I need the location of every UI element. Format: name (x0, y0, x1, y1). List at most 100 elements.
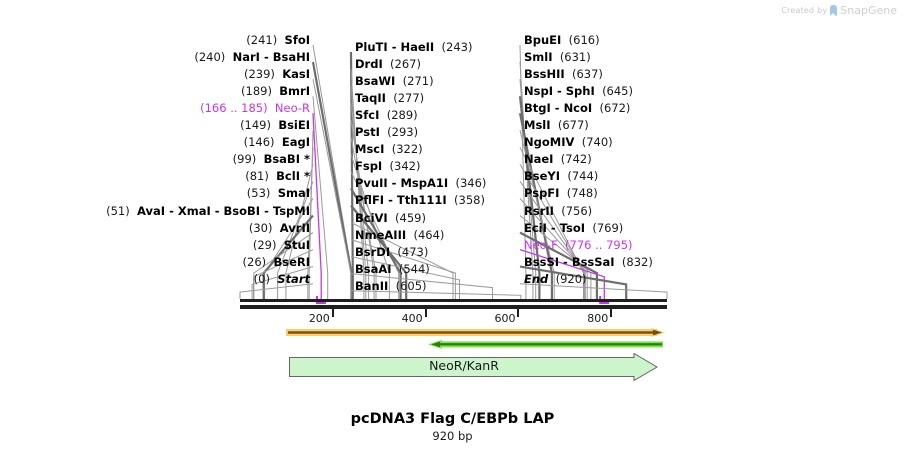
restriction-site-label[interactable]: End (920) (524, 273, 587, 285)
restriction-site-label[interactable]: NspI - SphI (645) (524, 85, 633, 97)
enzyme-position: (81) (245, 169, 269, 184)
enzyme-position: (832) (621, 254, 653, 269)
watermark-brand-label: SnapGene (840, 4, 897, 17)
enzyme-position: (672) (599, 101, 631, 116)
restriction-site-label[interactable]: (29) StuI (0, 239, 310, 251)
enzyme-position: (267) (390, 57, 421, 72)
restriction-site-label[interactable]: FspI (342) (355, 160, 420, 172)
restriction-site-label[interactable]: BciVI (459) (355, 212, 426, 224)
enzyme-name: Start (277, 271, 310, 286)
restriction-site-label[interactable]: PvuII - MspA1I (346) (355, 177, 486, 189)
restriction-site-label[interactable]: SfcI (289) (355, 109, 418, 121)
enzyme-name: BsiEI (278, 118, 310, 133)
ruler-tick-label: 800 (587, 312, 609, 325)
enzyme-position: (240) (194, 50, 226, 65)
ruler-tick (610, 309, 613, 317)
restriction-site-label[interactable]: (189) BmrI (0, 85, 310, 97)
enzyme-name: End (524, 271, 549, 286)
enzyme-name: BsaAI (355, 261, 392, 276)
restriction-site-label[interactable]: PspFI (748) (524, 187, 598, 199)
enzyme-name: BssSaI (571, 254, 615, 269)
restriction-site-label[interactable]: PstI (293) (355, 126, 418, 138)
site-leader-line (239, 283, 314, 299)
restriction-site-label[interactable]: RsrII (756) (524, 205, 592, 217)
feature-label[interactable]: (166 .. 185) Neo-R (0, 102, 310, 114)
enzyme-name: NarI (232, 50, 260, 65)
restriction-site-label[interactable]: BpuEI (616) (524, 34, 600, 46)
restriction-site-label[interactable]: (239) KasI (0, 68, 310, 80)
restriction-site-label[interactable]: TaqII (277) (355, 92, 424, 104)
restriction-site-label[interactable]: (146) EagI (0, 136, 310, 148)
restriction-site-label[interactable]: (81) BclI * (0, 170, 310, 182)
restriction-site-label[interactable]: (0) Start (0, 273, 310, 285)
enzyme-position: (473) (397, 244, 429, 259)
restriction-site-label[interactable]: (241) SfoI (0, 34, 310, 46)
restriction-site-label[interactable]: PflFI - Tth111I (358) (355, 194, 485, 206)
restriction-site-label[interactable]: (240) NarI - BsaHI (0, 51, 310, 63)
restriction-site-label[interactable]: BsaAI (544) (355, 263, 430, 275)
enzyme-name: BssHII (524, 67, 565, 82)
gene-feature-neor-kanr[interactable] (289, 353, 658, 381)
enzyme-position: (53) (246, 186, 271, 201)
enzyme-position: (358) (454, 193, 485, 208)
enzyme-position: (631) (559, 50, 591, 65)
site-leader-line (350, 204, 408, 299)
restriction-site-label[interactable]: NgoMIV (740) (524, 136, 613, 148)
restriction-site-label[interactable]: BssSI - BssSaI (832) (524, 256, 653, 268)
enzyme-position: (616) (568, 33, 600, 47)
restriction-site-label[interactable]: NaeI (742) (524, 153, 592, 165)
enzyme-name: NaeI (524, 152, 554, 167)
enzyme-name: EagI (281, 135, 310, 150)
site-leader-line (519, 147, 584, 299)
enzyme-position: (166 .. 185) (200, 101, 268, 116)
enzyme-name: Neo-F (524, 237, 558, 252)
enzyme-position: (756) (561, 203, 593, 218)
restriction-site-label[interactable]: (53) SmaI (0, 187, 310, 199)
restriction-site-label[interactable]: (51) AvaI - XmaI - BsoBI - TspMI (0, 205, 310, 217)
leader-lines-group (239, 44, 668, 304)
restriction-site-label[interactable]: BsrDI (473) (355, 246, 428, 258)
feature-label[interactable]: Neo-F (776 .. 795) (524, 239, 633, 251)
enzyme-name: BseYI (524, 169, 561, 184)
enzyme-position: (289) (386, 108, 418, 123)
site-leader-line (519, 283, 668, 299)
enzyme-name: BciVI (355, 210, 388, 225)
restriction-site-label[interactable]: (99) BsaBI * (0, 153, 310, 165)
enzyme-position: (744) (567, 169, 599, 184)
restriction-site-label[interactable]: EciI - TsoI (769) (524, 222, 623, 234)
restriction-site-label[interactable]: BanII (605) (355, 280, 427, 292)
site-leader-line (350, 120, 375, 299)
restriction-site-label[interactable]: BtgI - NcoI (672) (524, 102, 630, 114)
restriction-site-label[interactable]: MscI (322) (355, 143, 423, 155)
enzyme-position: (51) (106, 203, 130, 218)
restriction-site-label[interactable]: BsaWI (271) (355, 75, 434, 87)
enzyme-position: (26) (242, 254, 267, 269)
enzyme-position: (742) (560, 152, 592, 167)
restriction-site-label[interactable]: PluTI - HaeII (243) (355, 41, 472, 53)
restriction-site-label[interactable]: (149) BsiEI (0, 119, 310, 131)
primer-arrow-forward-orange[interactable] (286, 328, 665, 337)
restriction-site-label[interactable]: (26) BseRI (0, 256, 310, 268)
enzyme-position: (605) (395, 278, 427, 293)
restriction-site-label[interactable]: SmlI (631) (524, 51, 591, 63)
enzyme-name: MslI (524, 118, 551, 133)
restriction-site-label[interactable]: DrdI (267) (355, 58, 421, 70)
site-leader-line (350, 222, 454, 299)
site-leader-line (277, 181, 314, 299)
enzyme-name: BssSI (524, 254, 560, 269)
enzyme-position: (769) (592, 220, 624, 235)
site-leader-line (350, 239, 456, 299)
restriction-site-label[interactable]: MslI (677) (524, 119, 589, 131)
restriction-site-label[interactable]: (30) AvrII (0, 222, 310, 234)
restriction-site-label[interactable]: BssHII (637) (524, 68, 603, 80)
enzyme-name: RsrII (524, 203, 554, 218)
restriction-site-label[interactable]: BseYI (744) (524, 170, 598, 182)
primer-arrow-reverse-green[interactable] (428, 340, 663, 349)
enzyme-name: DrdI (355, 57, 383, 72)
enzyme-name: BpuEI (524, 33, 562, 47)
enzyme-position: (740) (581, 135, 613, 150)
sequence-backbone-top-line (240, 299, 667, 302)
restriction-site-label[interactable]: NmeAIII (464) (355, 229, 444, 241)
enzyme-name-separator: - (260, 203, 273, 218)
